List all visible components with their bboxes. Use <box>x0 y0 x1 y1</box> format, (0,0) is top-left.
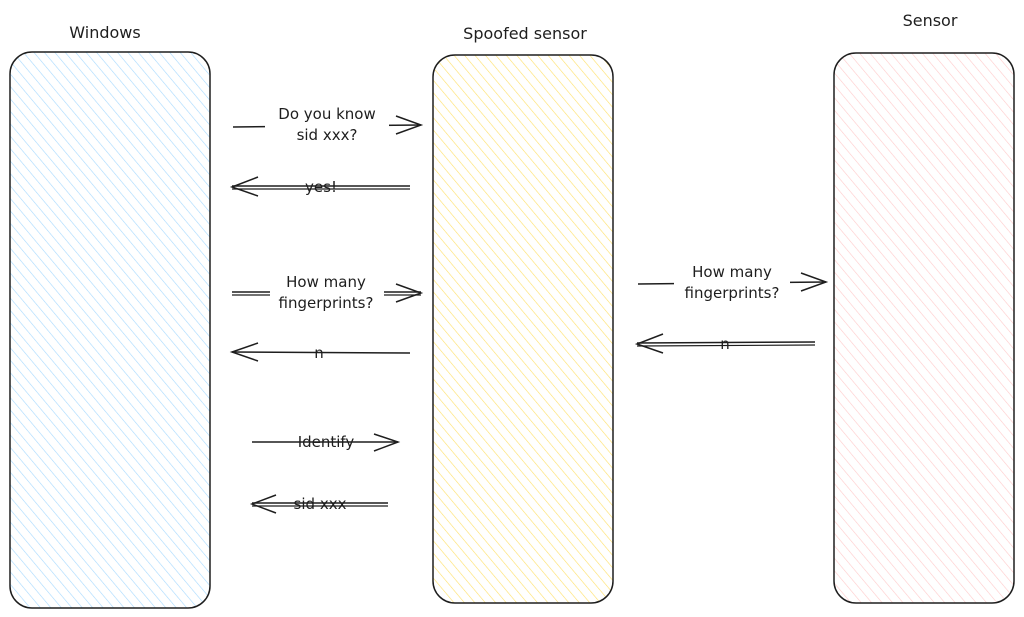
message-arrow-8: n <box>634 333 816 354</box>
message-arrow-7: How many fingerprints? <box>637 262 829 304</box>
message-label-1a: Do you know <box>278 105 375 123</box>
message-arrow-6: sid xxx <box>249 494 388 514</box>
message-arrow-4: n <box>229 342 411 362</box>
message-arrow-2: yes! <box>229 176 410 197</box>
lane-sensor <box>833 52 1015 604</box>
message-label-1b: sid xxx? <box>297 126 358 144</box>
message-arrow-5: Identify <box>252 433 401 452</box>
message-label-3b: fingerprints? <box>279 294 374 312</box>
message-label-7b: fingerprints? <box>685 284 780 302</box>
message-label-4: n <box>314 344 324 362</box>
lane-title-sensor: Sensor <box>903 11 958 30</box>
message-label-5: Identify <box>298 433 355 451</box>
lane-title-spoofed: Spoofed sensor <box>463 24 587 43</box>
message-label-3a: How many <box>286 273 366 291</box>
message-label-8: n <box>720 335 730 353</box>
message-label-6: sid xxx <box>294 495 347 513</box>
lane-spoofed-sensor <box>432 54 614 604</box>
lane-title-windows: Windows <box>69 23 140 42</box>
message-label-2: yes! <box>305 178 337 196</box>
lane-windows <box>9 51 211 609</box>
message-label-7a: How many <box>692 263 772 281</box>
message-arrow-3: How many fingerprints? <box>232 272 424 314</box>
message-arrow-1: Do you know sid xxx? <box>232 103 424 147</box>
